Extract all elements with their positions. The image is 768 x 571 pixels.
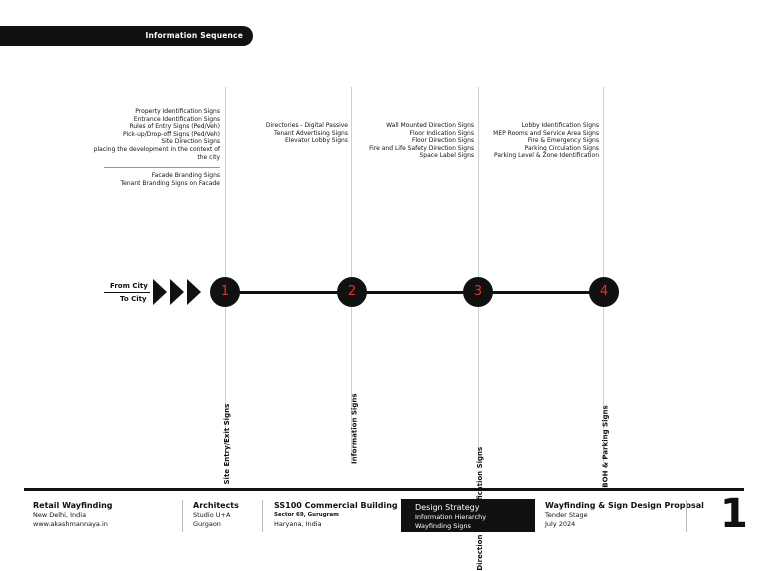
list-item: Lobby Identification Signs	[521, 122, 599, 129]
footer-building-title: SS100 Commercial Building	[274, 501, 398, 510]
footer-architects-title: Architects	[193, 501, 239, 510]
page-number: 1	[720, 491, 748, 537]
arrow-right-icon	[170, 279, 184, 305]
footer-rule	[24, 488, 744, 491]
flow-divider	[104, 292, 150, 293]
site-signs-list: Property Identification Signs Entrance I…	[94, 108, 220, 161]
list-item: Space Label Signs	[419, 152, 475, 160]
footer-architects-name: Studio U+A	[193, 511, 231, 519]
arrow-right-icon	[153, 279, 167, 305]
list-item: Pick-up/Drop-off Signs (Ped/Veh)	[122, 130, 220, 138]
footer-building-sector: Sector 69, Gurugram	[274, 512, 339, 518]
stage-label-text: BOH & Parking Signs	[601, 405, 609, 488]
list-item: Rules of Entry Signs (Ped/Veh)	[129, 123, 220, 131]
direction-signs-list: Wall Mounted Direction Signs Floor Indic…	[369, 122, 474, 160]
footer-proposal-stage: Tender Stage	[545, 511, 588, 519]
stage-node-1: 1	[210, 277, 240, 307]
footer-divider	[262, 500, 263, 532]
list-item: Site Direction Signs	[161, 138, 220, 146]
list-item: Fire and Life Safety Direction Signs	[369, 144, 474, 152]
column-divider-3	[478, 87, 479, 463]
stage-label-3: Direction & Identification Signs	[464, 323, 484, 571]
footer-proposal: Wayfinding & Sign Design Proposal Tender…	[545, 500, 704, 528]
list-item: Directories - Digital Passive	[265, 122, 348, 129]
footer-strategy-line2: Wayfinding Signs	[415, 521, 471, 530]
footer-project-website: www.akashmannaya.in	[33, 519, 108, 528]
column-divider-4	[603, 87, 604, 463]
section-tag: Information Sequence	[0, 26, 253, 46]
list-item: Entrance Identification Signs	[133, 115, 220, 123]
from-city-label: From City	[110, 282, 148, 290]
footer-divider	[686, 500, 687, 532]
stage-label-4: BOH & Parking Signs	[589, 323, 609, 487]
list-item: Elevator Lobby Signs	[285, 137, 348, 145]
footer-project-location: New Delhi, India	[33, 511, 87, 519]
list-item: Fire & Emergency Signs	[527, 137, 599, 145]
list-item: MEP Rooms and Service Area Signs	[493, 129, 599, 137]
site-branding-list: Facade Branding Signs Tenant Branding Si…	[121, 172, 221, 187]
footer-building-state: Haryana, India	[274, 519, 322, 528]
footer-divider	[182, 500, 183, 532]
footer-building: SS100 Commercial Building Sector 69, Gur…	[274, 500, 398, 528]
list-item: the city	[197, 153, 220, 161]
footer-project: Retail Wayfinding New Delhi, India www.a…	[33, 500, 113, 528]
stage-label-text: Site Entry/Exit Signs	[223, 403, 231, 485]
footer-strategy-title: Design Strategy	[415, 503, 480, 512]
list-item: placing the development in the context o…	[93, 145, 220, 153]
stage-node-2: 2	[337, 277, 367, 307]
boh-signs-list: Lobby Identification Signs MEP Rooms and…	[493, 122, 599, 160]
stage-label-1: Site Entry/Exit Signs	[211, 323, 231, 485]
list-item: Floor Indication Signs	[409, 129, 474, 137]
stage-label-2: Information Signs	[338, 323, 358, 465]
footer-architects: Architects Studio U+A Gurgaon	[193, 500, 239, 528]
information-signs-list: Directories - Digital Passive Tenant Adv…	[266, 122, 348, 145]
to-city-label: To City	[120, 295, 147, 303]
stage-label-text: Information Signs	[350, 393, 358, 465]
list-item: Facade Branding Signs	[151, 172, 220, 179]
footer-strategy-line1: Information Hierarchy	[415, 513, 487, 521]
list-item: Floor Direction Signs	[411, 137, 474, 145]
footer-project-title: Retail Wayfinding	[33, 501, 113, 510]
list-item: Parking Level & Zone Identification	[493, 152, 599, 160]
sequence-timeline	[225, 291, 605, 294]
footer-architects-city: Gurgaon	[193, 519, 221, 528]
arrow-right-icon	[187, 279, 201, 305]
stage-node-3: 3	[463, 277, 493, 307]
list-item: Parking Circulation Signs	[524, 144, 599, 152]
footer-proposal-title: Wayfinding & Sign Design Proposal	[545, 501, 704, 510]
list-divider	[104, 167, 220, 168]
list-item: Tenant Advertising Signs	[274, 129, 348, 137]
list-item: Wall Mounted Direction Signs	[386, 122, 474, 129]
footer-proposal-date: July 2024	[545, 519, 576, 528]
list-item: Property Identification Signs	[135, 108, 220, 115]
list-item: Tenant Branding Signs on Facade	[120, 179, 221, 187]
column-divider-1	[225, 87, 226, 463]
column-divider-2	[351, 87, 352, 463]
stage-node-4: 4	[589, 277, 619, 307]
footer-strategy: Design Strategy Information Hierarchy Wa…	[401, 499, 535, 532]
